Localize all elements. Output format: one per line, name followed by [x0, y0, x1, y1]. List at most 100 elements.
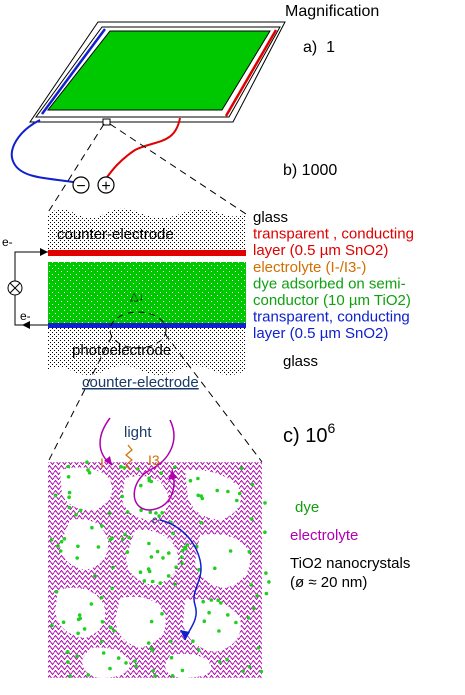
dye-dot	[217, 629, 221, 633]
blue-contact-strip	[40, 28, 107, 115]
dye-dot	[153, 674, 157, 678]
dye-dot	[49, 537, 54, 542]
dye-dot	[215, 488, 219, 493]
light-arrow-head	[104, 456, 112, 465]
cell-active-area	[46, 30, 271, 111]
dye-dot	[147, 541, 151, 546]
cell-glyph: △↓	[130, 291, 144, 303]
scale-b-label: b) 1000	[283, 162, 337, 179]
dye-dot	[125, 550, 130, 554]
dye-dot	[196, 476, 200, 481]
dye-dot	[82, 627, 87, 631]
dye-dot	[110, 586, 114, 591]
dye-dot	[68, 674, 72, 678]
dye-dot	[161, 556, 165, 560]
dye-dot	[86, 468, 90, 472]
circuit-arrow-top	[40, 248, 48, 256]
dye-dot	[119, 464, 123, 469]
triiodide-label: I3	[148, 452, 160, 468]
dye-dot	[188, 478, 193, 483]
tio2-particle	[185, 469, 241, 520]
dye-dot	[263, 530, 267, 534]
dye-dot	[67, 505, 72, 510]
dye-dot	[100, 620, 105, 624]
dye-dot	[122, 466, 127, 470]
dye-dot	[74, 512, 78, 517]
dye-dot	[66, 475, 71, 479]
dye-dot	[213, 566, 217, 571]
dye-dot	[255, 594, 259, 598]
dye-dot	[62, 537, 67, 541]
dye-dot	[76, 544, 80, 549]
red-contact-strip	[224, 29, 278, 117]
dye-dot	[77, 613, 82, 617]
dye-dot	[127, 535, 131, 540]
dye-dot	[59, 539, 64, 544]
tio2-particle	[60, 467, 113, 511]
dye-dot	[196, 648, 201, 652]
dye-dot	[219, 601, 223, 605]
dye-dot	[170, 674, 175, 678]
dye-dot	[228, 549, 233, 553]
dye-dot	[249, 583, 253, 587]
legend-line: layer (0.5 µm SnO2)	[253, 325, 388, 342]
nanocrystal-network	[48, 460, 271, 678]
dye-dot	[100, 524, 104, 528]
dye-dot	[237, 491, 242, 496]
dye-dot	[191, 639, 195, 643]
nano-legend-line: (ø ≈ 20 nm)	[290, 574, 367, 591]
dye-dot	[216, 598, 220, 603]
tio2-particle	[82, 647, 130, 678]
dye-dot	[50, 623, 54, 628]
dye-tio2-layer	[48, 262, 246, 324]
dye-dot	[196, 493, 200, 498]
dye-dot	[199, 520, 203, 525]
electron-label-bottom: e-	[20, 309, 31, 323]
dye-dot	[116, 656, 121, 660]
dye-dot	[151, 669, 155, 673]
legend-line: dye adsorbed on semi-	[253, 275, 406, 292]
tio2-particle	[115, 596, 166, 648]
dye-dot	[267, 580, 271, 584]
legend-line: transparent, conducting	[253, 309, 410, 326]
legend-line: glass	[253, 209, 288, 226]
load-symbol-cross-2	[9, 282, 21, 294]
dye-dot	[209, 598, 214, 602]
dye-dot	[247, 665, 252, 669]
dye-dot	[180, 555, 184, 560]
dye-dot	[264, 591, 269, 596]
nano-legend-line: TiO2 nanocrystals	[290, 555, 410, 572]
dye-dot	[239, 466, 244, 471]
electron-label-top: e-	[2, 235, 13, 249]
dye-dot	[207, 610, 211, 615]
counter-electrode-label: counter-electrode	[57, 226, 174, 243]
bottom-glass-layer	[48, 328, 246, 375]
legend-line: layer (0.5 µm SnO2)	[253, 242, 388, 259]
dye-dot	[75, 556, 79, 560]
magnify-marker-box	[102, 118, 111, 126]
cross-section: counter-electrode △↓ photoelectrode	[48, 208, 246, 375]
tio2-particles	[55, 467, 251, 678]
dye-dot	[75, 654, 79, 658]
blue-wire	[10, 119, 79, 184]
dye-dot	[249, 517, 254, 521]
dye-dot	[235, 498, 239, 503]
dye-dot	[149, 646, 153, 651]
dye-dot	[138, 570, 143, 574]
dye-dot	[247, 550, 252, 554]
tio2-particle	[195, 534, 251, 588]
dye-dot	[246, 616, 251, 620]
dye-dot	[149, 555, 154, 559]
dye-dot	[167, 551, 171, 555]
dye-dot	[107, 511, 112, 515]
dye-dot	[226, 613, 230, 617]
dye-dot	[139, 508, 143, 512]
dye-dot	[155, 549, 160, 554]
scale-c-label: c) 106	[283, 420, 335, 447]
nano-legend-line: dye	[295, 499, 319, 516]
legend-line: conductor (10 µm TiO2)	[253, 292, 411, 309]
dye-dot	[134, 664, 138, 669]
dye-dot	[78, 508, 83, 513]
dye-dot	[96, 545, 101, 549]
dye-dot	[259, 669, 264, 674]
